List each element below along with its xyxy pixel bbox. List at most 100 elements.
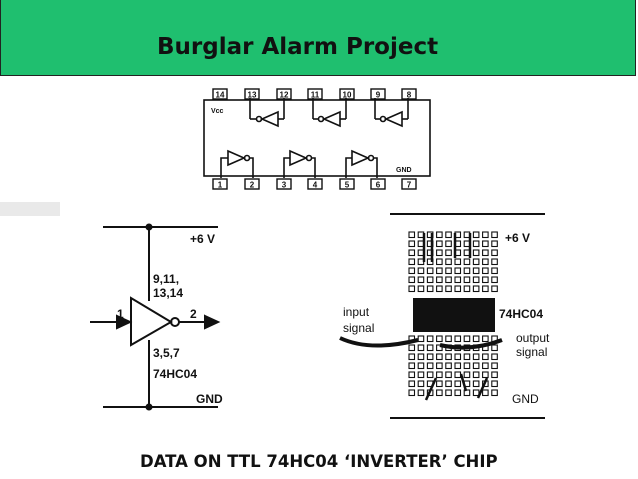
bottom-pin-number: 3: [282, 181, 287, 190]
breadboard-hole: [472, 362, 480, 370]
breadboard-hole: [417, 353, 425, 361]
bottom-pin-number: 7: [407, 181, 412, 190]
breadboard-chip-label: 74HC04: [499, 307, 543, 321]
breadboard-hole: [482, 362, 489, 370]
bottom-pin-box: [370, 178, 386, 190]
breadboard-hole: [417, 344, 425, 352]
bottom-pin-number: 2: [250, 181, 255, 190]
top-pin-box: [212, 88, 228, 100]
breadboard-hole: [491, 267, 498, 275]
title-banner: Burglar Alarm Project: [0, 0, 636, 76]
breadboard-hole: [491, 231, 498, 239]
breadboard-hole: [436, 389, 443, 397]
top-gate-2: [312, 98, 347, 128]
breadboard-hole: [482, 285, 489, 293]
breadboard-hole: [436, 231, 443, 239]
breadboard-hole: [408, 240, 416, 248]
top-pin-number: 13: [248, 91, 257, 100]
top-pin-box: [370, 88, 386, 100]
breadboard-hole: [417, 371, 425, 379]
breadboard-hole: [417, 276, 425, 284]
breadboard-hole: [482, 258, 489, 266]
slide-title: Burglar Alarm Project: [157, 34, 439, 60]
bottom-gate-3: [345, 149, 378, 178]
supply-node: [145, 223, 153, 231]
top-pin-number: 9: [376, 91, 381, 100]
breadboard-hole: [472, 285, 480, 293]
breadboard-hole: [426, 276, 434, 284]
breadboard-hole: [436, 371, 443, 379]
breadboard-hole: [482, 267, 489, 275]
breadboard-hole: [454, 380, 462, 388]
breadboard-hole: [491, 389, 498, 397]
breadboard-hole: [408, 353, 416, 361]
breadboard-hole: [445, 276, 452, 284]
breadboard-hole: [491, 371, 498, 379]
top-pin-number: 12: [280, 91, 289, 100]
bottom-pin-box: [307, 178, 323, 190]
breadboard-hole: [454, 353, 462, 361]
breadboard-hole: [463, 371, 471, 379]
breadboard-hole: [417, 362, 425, 370]
breadboard-hole: [463, 353, 471, 361]
top-pin-number: 11: [311, 91, 320, 100]
inverter-gate-symbol: [130, 296, 173, 347]
bottom-pin-box: [339, 178, 355, 190]
breadboard-hole: [417, 389, 425, 397]
breadboard-hole: [417, 267, 425, 275]
top-pin-box: [244, 88, 260, 100]
breadboard-hole: [408, 371, 416, 379]
top-pin-number: 10: [343, 91, 352, 100]
breadboard-hole: [436, 240, 443, 248]
breadboard-hole: [491, 276, 498, 284]
breadboard-supply-label: +6 V: [505, 231, 530, 245]
breadboard-hole: [454, 258, 462, 266]
breadboard-hole: [472, 231, 480, 239]
breadboard-hole: [491, 353, 498, 361]
breadboard-hole: [482, 353, 489, 361]
breadboard-hole: [491, 285, 498, 293]
breadboard-hole: [445, 371, 452, 379]
breadboard-hole: [445, 249, 452, 257]
breadboard-hole: [426, 335, 434, 343]
breadboard-hole: [472, 389, 480, 397]
breadboard-hole: [426, 285, 434, 293]
bottom-pin-box: [401, 178, 417, 190]
top-pin-box: [401, 88, 417, 100]
breadboard-hole: [417, 335, 425, 343]
input-arrow-icon: [116, 314, 133, 330]
breadboard-jumper-wires: [422, 233, 489, 401]
breadboard-hole: [436, 276, 443, 284]
breadboard-hole: [445, 267, 452, 275]
breadboard-hole: [426, 371, 434, 379]
breadboard-hole: [426, 344, 434, 352]
top-pin-number: 8: [407, 91, 412, 100]
breadboard-hole: [426, 362, 434, 370]
breadboard-hole: [491, 240, 498, 248]
output-pin-label: 2: [190, 307, 197, 321]
breadboard-hole: [482, 240, 489, 248]
breadboard-hole: [482, 231, 489, 239]
breadboard-hole: [445, 362, 452, 370]
lower-pins-label: 3,5,7: [153, 346, 180, 360]
breadboard-hole: [472, 335, 480, 343]
output-arrow-icon: [204, 314, 221, 330]
breadboard-hole: [482, 276, 489, 284]
breadboard-input-label-1: input: [343, 305, 370, 319]
breadboard-output-label-1: output: [516, 331, 550, 345]
breadboard-hole: [472, 353, 480, 361]
breadboard-hole: [472, 249, 480, 257]
breadboard-hole: [454, 389, 462, 397]
breadboard-hole: [436, 362, 443, 370]
breadboard-output-label-2: signal: [516, 345, 547, 359]
breadboard-hole: [445, 258, 452, 266]
bottom-pin-box: [212, 178, 228, 190]
breadboard-hole: [426, 353, 434, 361]
breadboard-hole: [454, 285, 462, 293]
breadboard-hole: [491, 362, 498, 370]
schematic-gnd-label: GND: [196, 392, 223, 406]
decorative-strip: [0, 202, 60, 216]
